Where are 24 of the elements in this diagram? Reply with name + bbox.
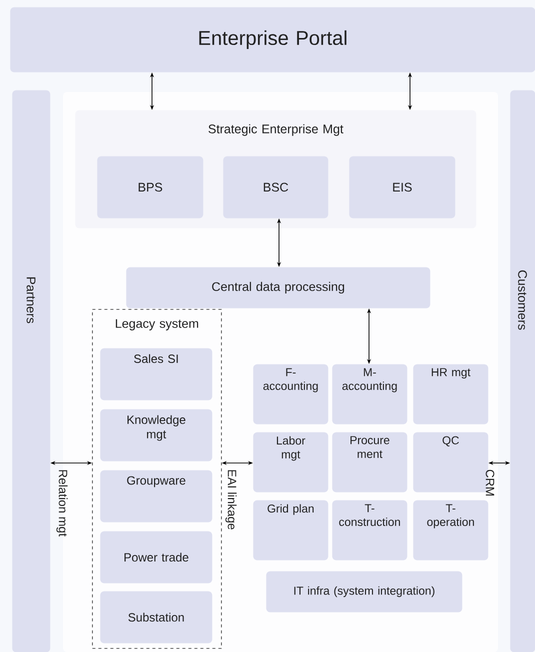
module-box: Power trade bbox=[100, 531, 212, 584]
module-box: Grid plan bbox=[253, 500, 328, 560]
side-band: Partners bbox=[12, 90, 50, 652]
module-box: T- construction bbox=[332, 500, 408, 560]
module-box: BSC bbox=[223, 156, 328, 218]
module-box: F- accounting bbox=[253, 364, 328, 424]
module-box: Sales SI bbox=[100, 348, 212, 400]
portal-banner: Enterprise Portal bbox=[10, 7, 535, 72]
side-band: Customers bbox=[510, 90, 535, 652]
edge-label: EAI linkage bbox=[225, 470, 237, 530]
edge-label: Relation mgt bbox=[56, 470, 68, 536]
module-box: BPS bbox=[97, 156, 204, 218]
module-box: Procure ment bbox=[332, 432, 408, 492]
module-box: HR mgt bbox=[413, 364, 488, 424]
edge-label: CRM bbox=[486, 470, 494, 496]
module-box: T- operation bbox=[413, 500, 488, 560]
module-box: Groupware bbox=[100, 470, 212, 522]
module-box: EIS bbox=[349, 156, 456, 218]
module-box: IT infra (system integration) bbox=[266, 571, 462, 612]
module-box: Knowledge mgt bbox=[100, 409, 212, 462]
module-box: Central data processing bbox=[126, 267, 430, 308]
module-box: Substation bbox=[100, 591, 212, 644]
module-box: M- accounting bbox=[332, 364, 408, 424]
module-box: Labor mgt bbox=[253, 432, 328, 492]
